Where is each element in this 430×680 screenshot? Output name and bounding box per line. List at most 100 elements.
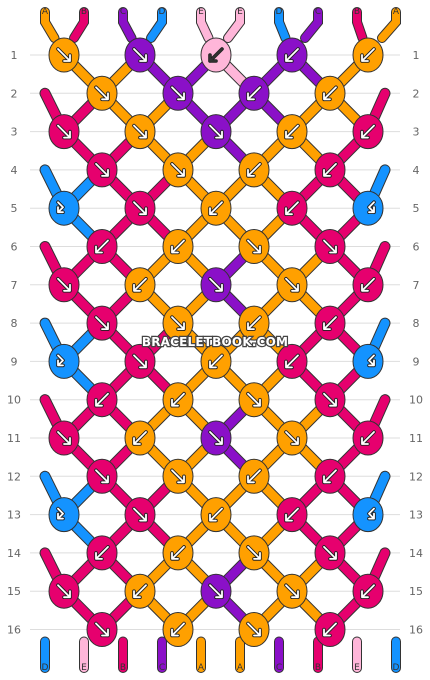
knot bbox=[86, 229, 118, 264]
knot-grid bbox=[48, 37, 384, 647]
row-label-left: 11 bbox=[7, 432, 21, 445]
knot bbox=[162, 75, 194, 111]
knot-arrow-icon bbox=[368, 201, 375, 214]
knot-arrow-icon bbox=[209, 277, 223, 292]
knot bbox=[314, 535, 346, 571]
top-strand-label: E bbox=[198, 7, 204, 17]
knot bbox=[48, 267, 80, 303]
top-strand bbox=[378, 8, 400, 42]
knot-arrow-icon bbox=[57, 431, 71, 445]
knot bbox=[276, 114, 308, 150]
knot bbox=[238, 382, 270, 418]
knot-arrow-icon bbox=[323, 546, 337, 560]
knot-arrow-icon bbox=[209, 201, 223, 216]
row-label-right: 15 bbox=[409, 585, 423, 598]
knot-arrow-icon bbox=[209, 354, 223, 369]
knot bbox=[162, 229, 194, 264]
knot bbox=[86, 535, 118, 571]
knot bbox=[314, 612, 346, 647]
knot bbox=[86, 382, 118, 418]
knot-arrow-icon bbox=[95, 546, 109, 560]
knot-arrow-icon bbox=[368, 507, 375, 520]
knot-arrow-icon bbox=[133, 201, 147, 216]
top-strand bbox=[275, 8, 290, 42]
row-label-right: 8 bbox=[413, 317, 420, 330]
knot bbox=[124, 37, 156, 73]
knot-arrow-icon bbox=[285, 507, 299, 522]
bottom-strand-label: A bbox=[237, 663, 244, 673]
knot bbox=[352, 420, 384, 456]
knot bbox=[200, 497, 232, 533]
top-strand-label: A bbox=[393, 7, 400, 17]
knot bbox=[48, 37, 80, 73]
row-label-right: 13 bbox=[409, 509, 423, 522]
knot bbox=[162, 305, 194, 341]
bottom-strand-label: C bbox=[276, 663, 282, 673]
row-label-left: 16 bbox=[7, 624, 21, 637]
knot-arrow-icon bbox=[368, 354, 375, 367]
knot-arrow-icon bbox=[171, 546, 185, 560]
top-strand-label: C bbox=[315, 7, 321, 17]
knot bbox=[238, 152, 270, 188]
row-label-right: 7 bbox=[413, 279, 420, 292]
row-label-left: 4 bbox=[11, 164, 18, 177]
knot bbox=[200, 420, 232, 456]
knot bbox=[276, 497, 308, 533]
knot-arrow-icon bbox=[247, 392, 261, 407]
knot-arrow-icon bbox=[57, 584, 71, 599]
knot bbox=[124, 343, 156, 379]
row-label-left: 6 bbox=[11, 241, 18, 254]
top-strand-label: A bbox=[42, 7, 49, 17]
knot bbox=[200, 37, 232, 73]
knot bbox=[48, 497, 80, 533]
row-label-right: 1 bbox=[413, 49, 420, 62]
knot bbox=[48, 114, 80, 150]
knot-arrow-icon bbox=[247, 239, 261, 254]
knot-arrow-icon bbox=[133, 48, 147, 62]
knot bbox=[124, 267, 156, 303]
top-strand-label: D bbox=[276, 7, 283, 17]
knot-arrow-icon bbox=[285, 48, 299, 62]
knot-arrow-icon bbox=[171, 392, 185, 407]
knot bbox=[238, 305, 270, 341]
knot bbox=[238, 75, 270, 111]
knot-arrow-icon bbox=[285, 201, 299, 216]
knot-arrow-icon bbox=[285, 354, 299, 369]
bottom-strand-label: B bbox=[315, 663, 321, 673]
knot-arrow-icon bbox=[209, 507, 223, 522]
knot bbox=[124, 114, 156, 150]
knot-arrow-icon bbox=[209, 48, 223, 62]
knot bbox=[352, 190, 384, 226]
row-label-left: 3 bbox=[11, 126, 18, 139]
knot bbox=[314, 152, 346, 188]
knot-arrow-icon bbox=[57, 277, 71, 292]
row-label-right: 6 bbox=[413, 241, 420, 254]
knot-arrow-icon bbox=[361, 277, 375, 292]
knot bbox=[162, 382, 194, 418]
knot-arrow-icon bbox=[361, 48, 375, 62]
knot-arrow-icon bbox=[323, 622, 337, 637]
row-label-left: 15 bbox=[7, 585, 21, 598]
row-label-left: 9 bbox=[11, 355, 18, 368]
knot-arrow-icon bbox=[285, 277, 299, 292]
knot-arrow-icon bbox=[323, 392, 337, 407]
knot bbox=[276, 190, 308, 226]
top-strand bbox=[119, 8, 136, 42]
knot bbox=[314, 229, 346, 264]
bottom-strand-label: B bbox=[120, 663, 126, 673]
row-label-left: 7 bbox=[11, 279, 18, 292]
knot bbox=[200, 267, 232, 303]
row-label-left: 14 bbox=[7, 547, 21, 560]
knot-arrow-icon bbox=[133, 431, 147, 445]
bottom-strand-label: D bbox=[393, 663, 400, 673]
knot bbox=[238, 229, 270, 264]
knot bbox=[276, 573, 308, 609]
knot-arrow-icon bbox=[95, 469, 109, 484]
knot bbox=[200, 573, 232, 609]
knot-arrow-icon bbox=[95, 162, 109, 177]
knot-arrow-icon bbox=[209, 124, 223, 139]
row-label-right: 14 bbox=[409, 547, 423, 560]
knot-arrow-icon bbox=[57, 201, 64, 214]
